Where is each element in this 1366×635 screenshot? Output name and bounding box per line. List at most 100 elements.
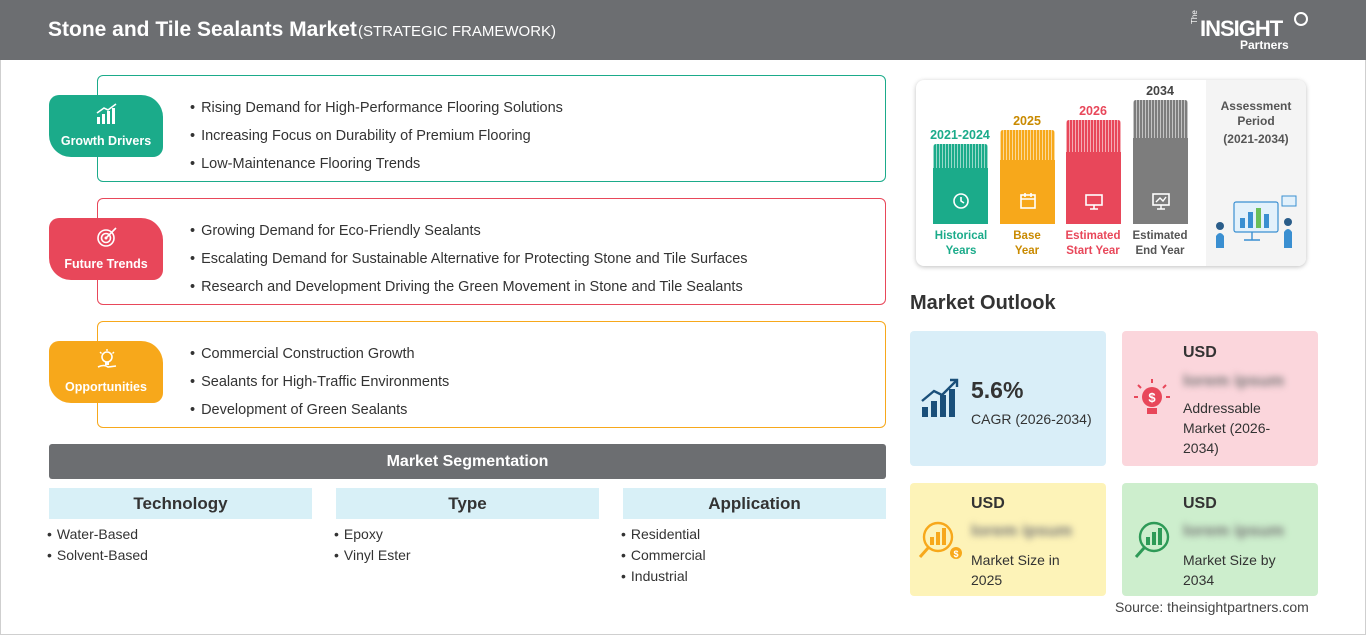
segment-application-header: Application (623, 488, 886, 519)
list-item: Epoxy (334, 524, 411, 545)
logo-ring-icon (1294, 12, 1308, 26)
column-stripes (1000, 130, 1055, 160)
addressable-value: lorem ipsum (1183, 371, 1285, 390)
list-item: Industrial (621, 566, 706, 587)
column-stripes (933, 144, 988, 168)
page-title: Stone and Tile Sealants Market (48, 18, 357, 41)
list-item: Increasing Focus on Durability of Premiu… (190, 122, 563, 150)
list-item: Research and Development Driving the Gre… (190, 273, 748, 301)
growth-drivers-badge: Growth Drivers (49, 95, 163, 157)
cagr-value: 5.6% (971, 377, 1024, 403)
assessment-label-1: Assessment (1220, 99, 1292, 113)
assessment-label: Assessment Period (1212, 99, 1300, 129)
est-end-label-2: End Year (1135, 245, 1185, 257)
historical-year: 2021-2024 (930, 128, 990, 142)
list-item: Rising Demand for High-Performance Floor… (190, 94, 563, 122)
historical-column (933, 144, 988, 224)
history-clock-icon (953, 193, 969, 209)
cagr-card: 5.6% CAGR (2026-2034) (910, 331, 1106, 466)
insight-partners-logo[interactable]: The INSIGHT Partners (1188, 10, 1308, 54)
column-stripes (1133, 100, 1188, 138)
list-item: Commercial (621, 545, 706, 566)
historical-label: Historical Years (926, 229, 996, 259)
lightbulb-dollar-icon: $ (1134, 379, 1170, 414)
opportunities-box: Commercial Construction Growth Sealants … (97, 321, 886, 428)
size-2034-currency: USD (1183, 495, 1217, 512)
list-item: Sealants for High-Traffic Environments (190, 368, 449, 396)
base-column (1000, 130, 1055, 224)
historical-label-1: Historical (934, 230, 988, 242)
base-label-2: Year (1014, 245, 1040, 257)
list-item: Escalating Demand for Sustainable Altern… (190, 245, 747, 273)
est-start-label-2: Start Year (1066, 245, 1120, 257)
list-item: Water-Based (47, 524, 148, 545)
timeline-card: 2021-2024 Historical Years 2025 Base Yea… (916, 80, 1306, 266)
monitor-chart-icon (1152, 193, 1170, 210)
svg-text:$: $ (953, 549, 958, 559)
magnifier-chart-icon (1134, 521, 1170, 558)
addressable-label-1: Addressable (1183, 400, 1261, 416)
addressable-label-2: Market (2026- (1183, 420, 1271, 436)
logo-partners: Partners (1240, 38, 1289, 52)
opportunities-badge: Opportunities (49, 341, 163, 403)
size-2025-value: lorem ipsum (971, 521, 1073, 540)
est-start-column (1066, 120, 1121, 224)
header-bar: Stone and Tile Sealants Market (STRATEGI… (0, 0, 1366, 60)
opportunities-list: Commercial Construction Growth Sealants … (190, 340, 449, 424)
market-segmentation-bar: Market Segmentation (49, 444, 886, 479)
size-2025-label-2: 2025 (971, 572, 1003, 588)
page-subtitle: (STRATEGIC FRAMEWORK) (358, 23, 557, 40)
svg-text:$: $ (1148, 390, 1156, 405)
size-2034-label-1: Market Size by (1183, 552, 1276, 568)
lightbulb-hand-icon (97, 349, 117, 368)
est-end-label-1: Estimated (1132, 230, 1188, 242)
assessment-label-2: Period (1237, 114, 1275, 128)
source-credit[interactable]: Source: theinsightpartners.com (1115, 599, 1309, 615)
target-icon (97, 227, 117, 247)
historical-label-2: Years (945, 245, 977, 257)
segment-technology-list: Water-Based Solvent-Based (47, 524, 148, 566)
logo-insight: INSIGHT (1200, 16, 1283, 41)
market-size-2034-card: USD lorem ipsum Market Size by 2034 (1122, 483, 1318, 596)
bar-growth-icon (96, 103, 117, 124)
est-end-label: Estimated End Year (1125, 229, 1195, 259)
list-item: Vinyl Ester (334, 545, 411, 566)
base-label: Base Year (992, 229, 1062, 259)
list-item: Growing Demand for Eco-Friendly Sealants (190, 217, 748, 245)
est-end-year: 2034 (1146, 84, 1174, 98)
addressable-currency: USD (1183, 344, 1217, 361)
growth-drivers-box: Rising Demand for High-Performance Floor… (97, 75, 886, 182)
growth-drivers-list: Rising Demand for High-Performance Floor… (190, 94, 563, 178)
logo-the: The (1190, 10, 1199, 24)
future-trends-list: Growing Demand for Eco-Friendly Sealants… (190, 217, 748, 301)
list-item: Solvent-Based (47, 545, 148, 566)
growth-chart-icon (921, 378, 959, 417)
est-end-column (1133, 100, 1188, 224)
size-2025-currency: USD (971, 495, 1005, 512)
analytics-people-icon (1216, 195, 1297, 248)
addressable-label-3: 2034) (1183, 440, 1219, 456)
est-start-year: 2026 (1079, 104, 1107, 118)
market-outlook-title: Market Outlook (910, 292, 1056, 314)
addressable-label: Addressable Market (2026- 2034) (1183, 398, 1270, 458)
future-trends-badge: Future Trends (49, 218, 163, 280)
presentation-icon (1085, 194, 1103, 210)
est-start-label-1: Estimated (1065, 230, 1121, 242)
cagr-label: CAGR (2026-2034) (971, 411, 1092, 427)
magnifier-chart-icon: $ (918, 521, 962, 559)
list-item: Residential (621, 524, 706, 545)
base-year: 2025 (1013, 114, 1041, 128)
calendar-icon (1020, 193, 1036, 209)
addressable-market-card: $ USD lorem ipsum Addressable Market (20… (1122, 331, 1318, 466)
size-2034-label: Market Size by 2034 (1183, 550, 1276, 590)
size-2034-value: lorem ipsum (1183, 521, 1285, 540)
size-2034-label-2: 2034 (1183, 572, 1215, 588)
segment-application-list: Residential Commercial Industrial (621, 524, 706, 587)
opportunities-label: Opportunities (65, 380, 147, 394)
list-item: Low-Maintenance Flooring Trends (190, 150, 563, 178)
assessment-period: (2021-2034) (1223, 132, 1289, 146)
column-stripes (1066, 120, 1121, 152)
list-item: Commercial Construction Growth (190, 340, 449, 368)
list-item: Development of Green Sealants (190, 396, 449, 424)
market-size-2025-card: $ USD lorem ipsum Market Size in 2025 (910, 483, 1106, 596)
